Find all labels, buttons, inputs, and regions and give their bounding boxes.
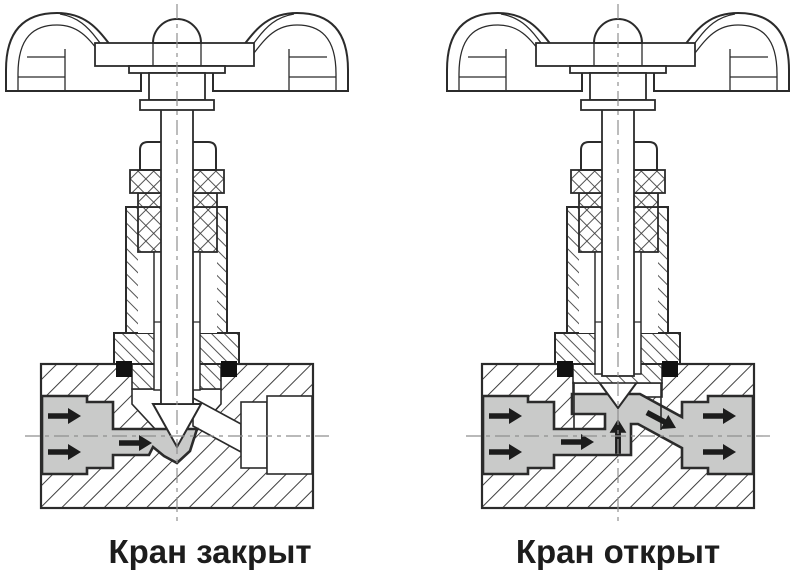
- flow-arrow: [48, 408, 81, 424]
- inlet-flow-region: [40, 394, 199, 476]
- handwheel-hub-bar: [94, 42, 255, 67]
- flow-arrow: [645, 410, 677, 429]
- cap-nut-dome: [592, 18, 644, 44]
- flow-arrow: [703, 444, 736, 460]
- flow-arrow: [489, 444, 522, 460]
- outlet-port: [266, 395, 313, 475]
- seat-seal-left: [557, 361, 573, 377]
- outlet-port-step: [240, 401, 268, 469]
- flow-arrow: [489, 408, 522, 424]
- cap-nut-dome: [151, 18, 203, 44]
- handwheel: [5, 11, 349, 111]
- flow-arrow: [48, 444, 81, 460]
- caption-valve-open: Кран открыт: [516, 533, 720, 570]
- valve-figure-closed: [5, 4, 349, 522]
- flow-arrow: [703, 408, 736, 424]
- caption-valve-closed: Кран закрыт: [108, 533, 311, 570]
- handwheel: [446, 11, 790, 111]
- seat-seal-right: [221, 361, 237, 377]
- flow-arrow: [561, 434, 594, 450]
- valve-figure-open: [446, 4, 790, 522]
- flow-arrow: [119, 435, 152, 451]
- handwheel-hub-bar: [535, 42, 696, 67]
- seat-seal-left: [116, 361, 132, 377]
- seat-seal-right: [662, 361, 678, 377]
